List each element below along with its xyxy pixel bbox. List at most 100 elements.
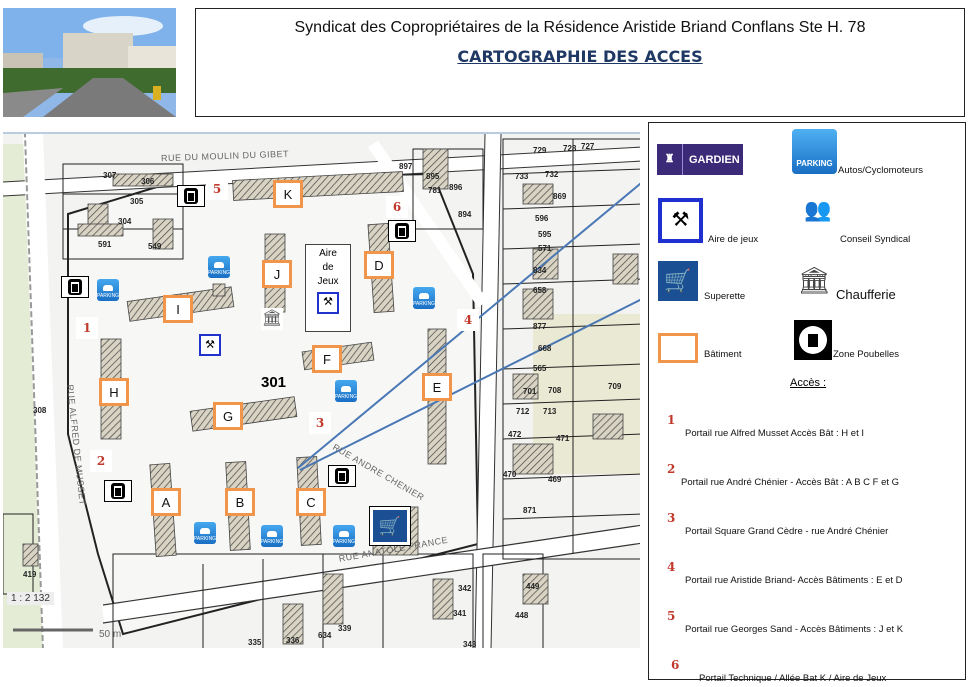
access-marker-2[interactable]: 2 bbox=[90, 450, 112, 472]
parcel-number: 336 bbox=[286, 636, 300, 645]
access-number-2: 2 bbox=[667, 462, 676, 476]
parcel-number: 419 bbox=[23, 570, 37, 579]
building-label-c[interactable]: C bbox=[296, 488, 326, 516]
parcel-number: 305 bbox=[130, 197, 144, 206]
parcel-number: 709 bbox=[608, 382, 622, 391]
boiler-room-icon: 🏛 bbox=[261, 308, 283, 330]
parcel-number: 871 bbox=[523, 506, 537, 515]
parking-icon[interactable]: PARKING bbox=[413, 287, 435, 309]
access-marker-1[interactable]: 1 bbox=[76, 317, 98, 339]
parcel-number: 869 bbox=[553, 192, 567, 201]
parcel-number: 713 bbox=[543, 407, 557, 416]
parcel-number: 469 bbox=[548, 475, 562, 484]
gardien-icon: ♜ bbox=[657, 144, 683, 175]
parking-icon[interactable]: PARKING bbox=[261, 525, 283, 547]
legend-building-label: Bâtiment bbox=[704, 349, 742, 360]
trash-icon[interactable] bbox=[328, 465, 356, 487]
playground-icon: ⚒ bbox=[658, 198, 703, 243]
access-number-3: 3 bbox=[667, 511, 676, 525]
access-marker-3[interactable]: 3 bbox=[309, 412, 331, 434]
parcel-number: 732 bbox=[545, 170, 559, 179]
building-label-a[interactable]: A bbox=[151, 488, 181, 516]
parcel-number: 306 bbox=[141, 177, 155, 186]
parcel-number: 728 bbox=[563, 144, 577, 153]
legend-parking-label: Autos/Cyclomoteurs bbox=[838, 165, 924, 176]
building-label-f[interactable]: F bbox=[312, 345, 342, 373]
parcel-number: 595 bbox=[538, 230, 552, 239]
parcel-number: 781 bbox=[428, 186, 442, 195]
trash-icon[interactable] bbox=[61, 276, 89, 298]
trash-icon[interactable] bbox=[104, 480, 132, 502]
building-label-k[interactable]: K bbox=[273, 180, 303, 208]
aire-label-3: Jeux bbox=[317, 276, 339, 287]
parcel-number: 339 bbox=[338, 624, 352, 633]
parking-icon[interactable]: PARKING bbox=[194, 522, 216, 544]
access-marker-4[interactable]: 4 bbox=[457, 309, 479, 331]
parcel-number: 449 bbox=[526, 582, 540, 591]
parcel-number: 701 bbox=[523, 387, 537, 396]
parking-icon[interactable]: PARKING bbox=[333, 525, 355, 547]
parcel-number: 307 bbox=[103, 171, 117, 180]
access-marker-5[interactable]: 5 bbox=[206, 178, 228, 200]
access-number-6: 6 bbox=[671, 658, 680, 672]
parcel-number: 308 bbox=[33, 406, 47, 415]
access-description-1: Portail rue Alfred Musset Accès Bât : H … bbox=[685, 428, 864, 439]
building-label-h[interactable]: H bbox=[99, 378, 129, 406]
parcel-number: 591 bbox=[98, 240, 112, 249]
trash-icon bbox=[794, 320, 832, 360]
document-title: Syndicat des Copropriétaires de la Résid… bbox=[294, 19, 866, 36]
parcel-number: 335 bbox=[248, 638, 262, 647]
parcel-number: 894 bbox=[458, 210, 472, 219]
parcel-number: 658 bbox=[533, 286, 547, 295]
parcel-number: 834 bbox=[533, 266, 547, 275]
parking-icon: PARKING bbox=[792, 129, 837, 174]
parcel-number: 727 bbox=[581, 142, 595, 151]
aire-label-2: de bbox=[322, 262, 334, 273]
parcel-number: 729 bbox=[533, 146, 547, 155]
title-box: Syndicat des Copropriétaires de la Résid… bbox=[195, 8, 965, 117]
parcel-number: 708 bbox=[548, 386, 562, 395]
playground-icon: ⚒ bbox=[199, 334, 221, 356]
access-marker-6[interactable]: 6 bbox=[386, 196, 408, 218]
access-description-3: Portail Square Grand Cèdre - rue André C… bbox=[685, 526, 889, 537]
aire-de-jeux-zone[interactable]: Aire de Jeux ⚒ bbox=[305, 244, 351, 332]
parcel-number: 342 bbox=[458, 584, 472, 593]
building-label-i[interactable]: I bbox=[163, 295, 193, 323]
parking-icon[interactable]: PARKING bbox=[208, 256, 230, 278]
legend-playground-label: Aire de jeux bbox=[708, 234, 759, 245]
radiator-icon: 🏛 bbox=[797, 265, 831, 295]
gardien-badge: ♜ GARDIEN bbox=[657, 144, 743, 175]
building-label-b[interactable]: B bbox=[225, 488, 255, 516]
legend-chaufferie-label: Chaufferie bbox=[836, 287, 896, 302]
access-description-6: Portail Technique / Allée Bat K / Aire d… bbox=[699, 673, 887, 684]
parcel-number: 896 bbox=[449, 183, 463, 192]
parcel-number: 634 bbox=[318, 631, 332, 640]
aire-label-1: Aire bbox=[319, 248, 337, 259]
access-description-2: Portail rue André Chénier - Accès Bât : … bbox=[681, 477, 900, 488]
building-label-e[interactable]: E bbox=[422, 373, 452, 401]
parcel-number: 472 bbox=[508, 430, 522, 439]
parcel-number: 571 bbox=[538, 244, 552, 253]
cart-icon: 🛒 bbox=[658, 261, 698, 301]
playground-icon: ⚒ bbox=[317, 292, 339, 314]
parcel-number: 343 bbox=[463, 640, 477, 648]
parcel-number: 668 bbox=[538, 344, 552, 353]
access-description-5: Portail rue Georges Sand - Accès Bâtimen… bbox=[685, 624, 904, 635]
building-box-icon bbox=[658, 333, 698, 363]
legend-trash-label: Zone Poubelles bbox=[833, 349, 900, 360]
building-label-g[interactable]: G bbox=[213, 402, 243, 430]
building-label-d[interactable]: D bbox=[364, 251, 394, 279]
parking-icon[interactable]: PARKING bbox=[97, 279, 119, 301]
trash-icon[interactable] bbox=[388, 220, 416, 242]
superette-icon[interactable]: 🛒 bbox=[369, 506, 411, 546]
building-label-j[interactable]: J bbox=[262, 260, 292, 288]
legend-superette-label: Superette bbox=[704, 291, 746, 302]
access-number-4: 4 bbox=[667, 560, 676, 574]
parcel-number: 733 bbox=[515, 172, 529, 181]
trash-icon[interactable] bbox=[177, 185, 205, 207]
parking-icon[interactable]: PARKING bbox=[335, 380, 357, 402]
parcel-number: 448 bbox=[515, 611, 529, 620]
legend-panel: ♜ GARDIEN PARKING Autos/Cyclomoteurs ⚒ A… bbox=[648, 122, 966, 684]
access-description-4: Portail rue Aristide Briand- Accès Bâtim… bbox=[685, 575, 903, 586]
